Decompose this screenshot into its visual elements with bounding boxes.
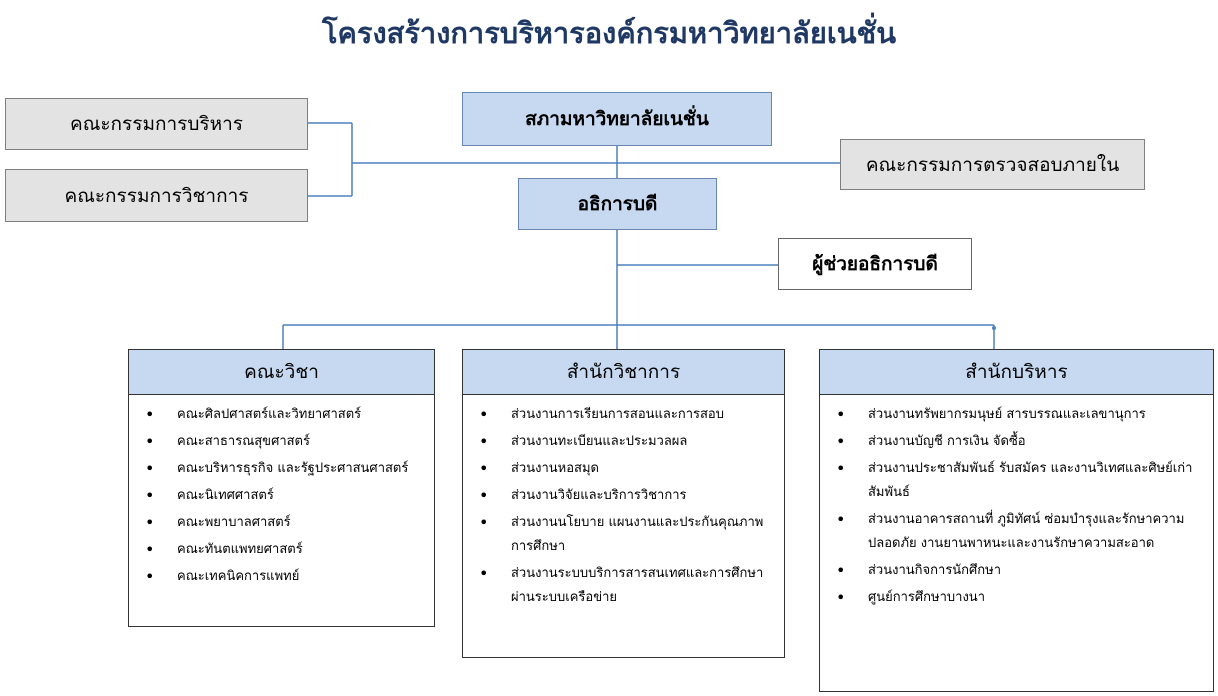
- list-item: • ส่วนงานระบบบริการสารสนเทศและการศึกษาผ่า…: [463, 562, 780, 610]
- list-item: • ส่วนงานกิจการนักศึกษา: [820, 559, 1209, 583]
- bullet-icon: •: [836, 588, 846, 607]
- list-item: • ส่วนงานประชาสัมพันธ์ รับสมัคร และงานวิเ…: [820, 457, 1209, 505]
- bullet-icon: •: [479, 513, 489, 532]
- bullet-icon: •: [145, 567, 155, 586]
- internal-audit-committee-box: คณะกรรมการตรวจสอบภายใน: [840, 139, 1145, 190]
- list-item-text: ส่วนงานการเรียนการสอนและการสอบ: [511, 407, 724, 422]
- list-item: • ส่วนงานทรัพยากรมนุษย์ สารบรรณและเลขานุก…: [820, 403, 1209, 427]
- bullet-icon: •: [145, 513, 155, 532]
- list-item-text: ศูนย์การศึกษาบางนา: [868, 590, 985, 605]
- list-item: • ส่วนงานบัญชี การเงิน จัดซื้อ: [820, 430, 1209, 454]
- list-item-text: คณะนิเทศศาสตร์: [177, 488, 274, 503]
- bullet-icon: •: [479, 432, 489, 451]
- chart-title: โครงสร้างการบริหารองค์กรมหาวิทยาลัยเนชั่…: [321, 16, 897, 50]
- faculties-header: คณะวิชา: [129, 350, 434, 395]
- bullet-icon: •: [145, 486, 155, 505]
- list-item-text: คณะบริหารธุรกิจ และรัฐประศาสนศาสตร์: [177, 461, 409, 476]
- academic-office-header: สำนักวิชาการ: [463, 350, 784, 395]
- bullet-icon: •: [479, 486, 489, 505]
- list-item-text: คณะสาธารณสุขศาสตร์: [177, 434, 310, 449]
- admin-office-column: สำนักบริหาร • ส่วนงานทรัพยากรมนุษย์ สารบร…: [819, 349, 1214, 692]
- list-item-text: คณะศิลปศาสตร์และวิทยาศาสตร์: [177, 407, 362, 422]
- bullet-icon: •: [479, 459, 489, 478]
- bullet-icon: •: [479, 564, 489, 583]
- list-item-text: คณะพยาบาลศาสตร์: [177, 515, 291, 530]
- academic-office-column: สำนักวิชาการ • ส่วนงานการเรียนการสอนและกา…: [462, 349, 785, 658]
- list-item: • ส่วนงานการเรียนการสอนและการสอบ: [463, 403, 780, 427]
- bullet-icon: •: [145, 432, 155, 451]
- list-item: • คณะบริหารธุรกิจ และรัฐประศาสนศาสตร์: [129, 457, 430, 481]
- list-item: • ส่วนงานอาคารสถานที่ ภูมิทัศน์ ซ่อมบำรุง…: [820, 508, 1209, 556]
- university-council-box: สภามหาวิทยาลัยเนชั่น: [462, 92, 772, 146]
- bullet-icon: •: [836, 561, 846, 580]
- list-item-text: คณะทันตแพทยศาสตร์: [177, 542, 303, 557]
- list-item: • คณะเทคนิคการแพทย์: [129, 565, 430, 589]
- list-item: • ศูนย์การศึกษาบางนา: [820, 586, 1209, 610]
- list-item-text: ส่วนงานวิจัยและบริการวิชาการ: [511, 488, 687, 503]
- list-item: • คณะศิลปศาสตร์และวิทยาศาสตร์: [129, 403, 430, 427]
- list-item: • ส่วนงานหอสมุด: [463, 457, 780, 481]
- bullet-icon: •: [836, 510, 846, 529]
- list-item: • คณะสาธารณสุขศาสตร์: [129, 430, 430, 454]
- list-item: • คณะพยาบาลศาสตร์: [129, 511, 430, 535]
- list-item-text: คณะเทคนิคการแพทย์: [177, 569, 300, 584]
- list-item: • ส่วนงานวิจัยและบริการวิชาการ: [463, 484, 780, 508]
- list-item-text: ส่วนงานนโยบาย แผนงานและประกันคุณภาพการศึ…: [511, 515, 764, 554]
- list-item: • คณะนิเทศศาสตร์: [129, 484, 430, 508]
- president-box: อธิการบดี: [518, 178, 717, 230]
- bullet-icon: •: [145, 405, 155, 424]
- list-item-text: ส่วนงานทรัพยากรมนุษย์ สารบรรณและเลขานุกา…: [868, 407, 1146, 422]
- bullet-icon: •: [836, 459, 846, 478]
- list-item: • ส่วนงานนโยบาย แผนงานและประกันคุณภาพการศ…: [463, 511, 780, 559]
- list-item-text: ส่วนงานบัญชี การเงิน จัดซื้อ: [868, 434, 1026, 449]
- list-item: • ส่วนงานทะเบียนและประมวลผล: [463, 430, 780, 454]
- faculties-list: • คณะศิลปศาสตร์และวิทยาศาสตร์ • คณะสาธารณสุ…: [129, 395, 434, 589]
- academic-committee-box: คณะกรรมการวิชาการ: [5, 169, 308, 222]
- list-item-text: ส่วนงานหอสมุด: [511, 461, 599, 476]
- assistant-president-box: ผู้ช่วยอธิการบดี: [778, 238, 972, 290]
- list-item-text: ส่วนงานประชาสัมพันธ์ รับสมัคร และงานวิเท…: [868, 461, 1193, 500]
- bullet-icon: •: [145, 540, 155, 559]
- list-item-text: ส่วนงานระบบบริการสารสนเทศและการศึกษาผ่าน…: [511, 566, 764, 605]
- bullet-icon: •: [479, 405, 489, 424]
- bullet-icon: •: [836, 405, 846, 424]
- admin-office-list: • ส่วนงานทรัพยากรมนุษย์ สารบรรณและเลขานุก…: [820, 395, 1213, 610]
- academic-office-list: • ส่วนงานการเรียนการสอนและการสอบ • ส่วนงานท…: [463, 395, 784, 610]
- list-item-text: ส่วนงานทะเบียนและประมวลผล: [511, 434, 688, 449]
- faculties-column: คณะวิชา • คณะศิลปศาสตร์และวิทยาศาสตร์ • คณะ…: [128, 349, 435, 627]
- bullet-icon: •: [836, 432, 846, 451]
- list-item-text: ส่วนงานอาคารสถานที่ ภูมิทัศน์ ซ่อมบำรุงแ…: [868, 512, 1185, 551]
- bullet-icon: •: [145, 459, 155, 478]
- admin-office-header: สำนักบริหาร: [820, 350, 1213, 395]
- list-item: • คณะทันตแพทยศาสตร์: [129, 538, 430, 562]
- list-item-text: ส่วนงานกิจการนักศึกษา: [868, 563, 1002, 578]
- exec-committee-box: คณะกรรมการบริหาร: [5, 98, 308, 150]
